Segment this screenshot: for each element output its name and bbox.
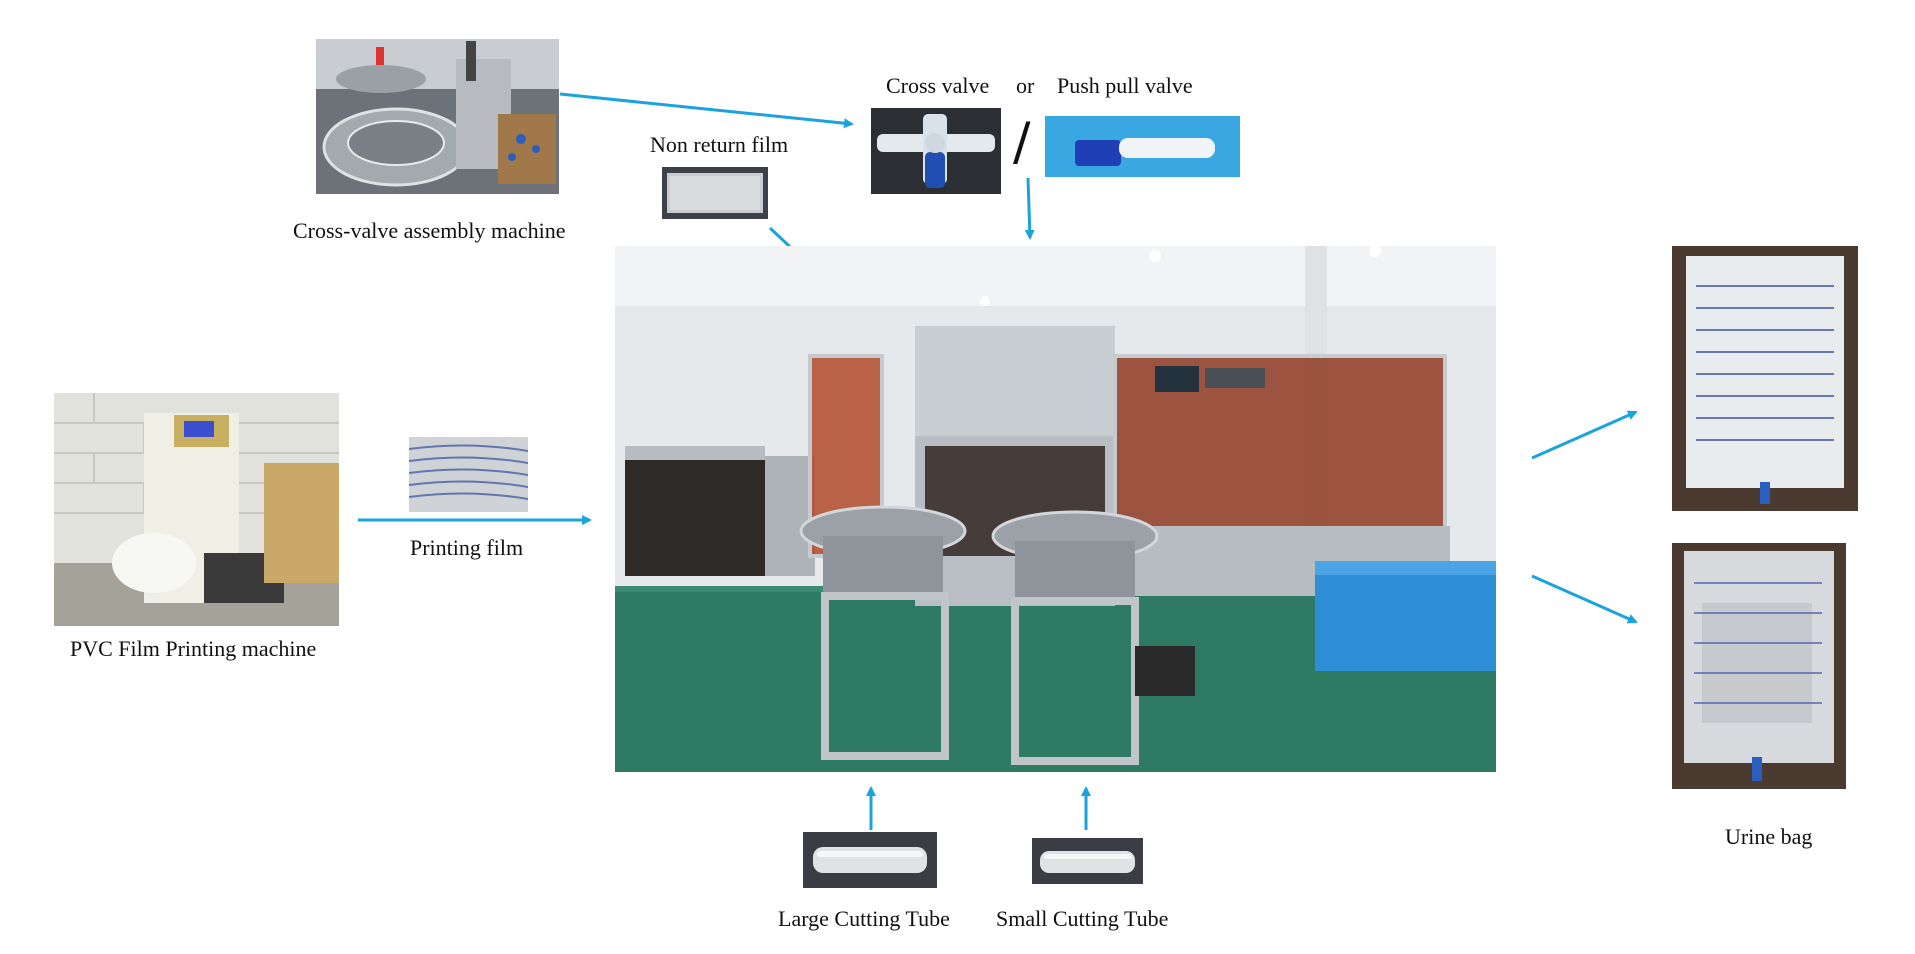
push-pull-valve-photo: [1045, 116, 1240, 177]
urine-bag-photo-top: [1672, 246, 1858, 511]
arrow-assembly-to-valve: [559, 92, 854, 129]
slash-separator: /: [1013, 112, 1031, 172]
pvc-machine-label: PVC Film Printing machine: [70, 636, 317, 661]
urine-bag-photo-bottom: [1672, 543, 1846, 789]
small-cutting-tube-label: Small Cutting Tube: [996, 906, 1169, 931]
non-return-film-photo: [662, 167, 768, 219]
small-cutting-tube-photo: [1032, 838, 1143, 884]
cross-valve-assembly-photo: [316, 39, 559, 194]
printing-film-label: Printing film: [410, 535, 524, 560]
cross-valve-photo: [871, 108, 1001, 194]
non-return-film-label: Non return film: [650, 132, 789, 157]
large-cutting-tube-label: Large Cutting Tube: [778, 906, 950, 931]
arrow-valve-to-machine: [1024, 177, 1035, 240]
cross-valve-assembly-label: Cross-valve assembly machine: [293, 218, 566, 243]
large-cutting-tube-photo: [803, 832, 937, 888]
pvc-film-printing-machine-photo: [54, 393, 339, 626]
or-label: or: [1016, 73, 1035, 98]
arrow-to-bag-top: [1531, 410, 1638, 460]
urine-bag-production-machine-photo: [615, 246, 1496, 772]
arrow-to-bag-bottom: [1531, 574, 1638, 624]
urine-bag-label: Urine bag: [1725, 824, 1813, 849]
printing-film-photo: [409, 437, 528, 512]
push-pull-valve-label: Push pull valve: [1057, 73, 1193, 98]
cross-valve-label: Cross valve: [886, 73, 990, 98]
